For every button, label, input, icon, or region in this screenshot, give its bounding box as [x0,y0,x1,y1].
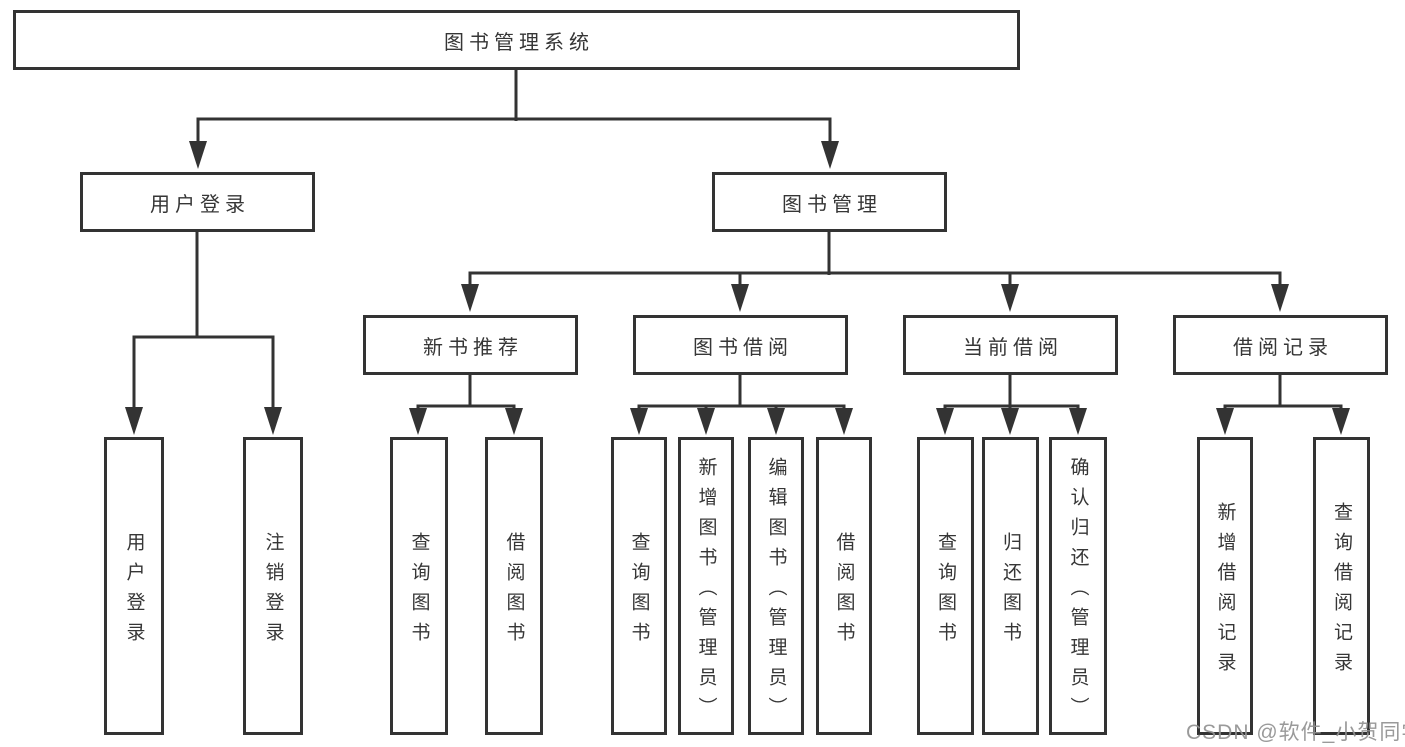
connector-new-book-to-leaves [409,375,523,435]
node-leaf-borrowing-add-book-admin-label: 新增图书（管理员） [695,456,717,727]
connector-book-management-to-level3 [461,232,1289,312]
node-leaf-recommend-query-book: 查询图书 [390,437,448,735]
node-leaf-borrowing-query-book-label: 查询图书 [628,531,650,652]
node-user-login: 用户登录 [80,172,315,232]
node-leaf-records-query-record: 查询借阅记录 [1313,437,1370,735]
node-leaf-borrowing-borrow-book: 借阅图书 [816,437,872,735]
node-book-borrowing-label: 图书借阅 [693,336,793,359]
node-borrow-records: 借阅记录 [1173,315,1388,375]
node-book-management-label: 图书管理 [782,193,882,216]
node-leaf-borrowing-query-book: 查询图书 [611,437,667,735]
node-root-label: 图书管理系统 [444,31,594,54]
node-leaf-borrowing-add-book-admin: 新增图书（管理员） [678,437,734,735]
connector-book-borrowing-to-leaves [630,375,853,435]
node-user-login-label: 用户登录 [150,193,250,216]
node-current-borrowing: 当前借阅 [903,315,1118,375]
node-leaf-logout: 注销登录 [243,437,303,735]
node-leaf-records-add-record-label: 新增借阅记录 [1214,501,1236,682]
node-leaf-recommend-borrow-book: 借阅图书 [485,437,543,735]
node-new-book-recommend: 新书推荐 [363,315,578,375]
connector-current-borrowing-to-leaves [936,375,1087,435]
node-leaf-current-query-book-label: 查询图书 [935,531,956,652]
node-leaf-current-confirm-return-admin: 确认归还（管理员） [1049,437,1107,735]
node-leaf-borrowing-borrow-book-label: 借阅图书 [833,531,855,652]
node-book-borrowing: 图书借阅 [633,315,848,375]
node-leaf-current-query-book: 查询图书 [917,437,974,735]
node-borrow-records-label: 借阅记录 [1233,336,1333,359]
node-leaf-records-query-record-label: 查询借阅记录 [1331,501,1352,682]
node-leaf-current-return-book: 归还图书 [982,437,1039,735]
node-leaf-logout-label: 注销登录 [262,531,284,652]
node-current-borrowing-label: 当前借阅 [963,336,1063,359]
node-leaf-current-return-book-label: 归还图书 [1000,531,1021,652]
csdn-watermark: CSDN @软件_小贺同学 [1186,721,1405,744]
node-leaf-current-confirm-return-admin-label: 确认归还（管理员） [1067,456,1089,727]
node-leaf-user-login: 用户登录 [104,437,164,735]
node-root: 图书管理系统 [13,10,1020,70]
node-leaf-recommend-query-book-label: 查询图书 [408,531,430,652]
node-leaf-user-login-label: 用户登录 [123,531,145,652]
connector-root-to-level2 [189,70,839,169]
node-leaf-borrowing-edit-book-admin-label: 编辑图书（管理员） [765,456,787,727]
node-leaf-records-add-record: 新增借阅记录 [1197,437,1253,735]
node-leaf-borrowing-edit-book-admin: 编辑图书（管理员） [748,437,804,735]
node-new-book-recommend-label: 新书推荐 [423,336,523,359]
connector-borrow-records-to-leaves [1216,375,1350,435]
node-book-management: 图书管理 [712,172,947,232]
connector-user-login-to-leaves [125,232,282,435]
node-leaf-recommend-borrow-book-label: 借阅图书 [503,531,525,652]
